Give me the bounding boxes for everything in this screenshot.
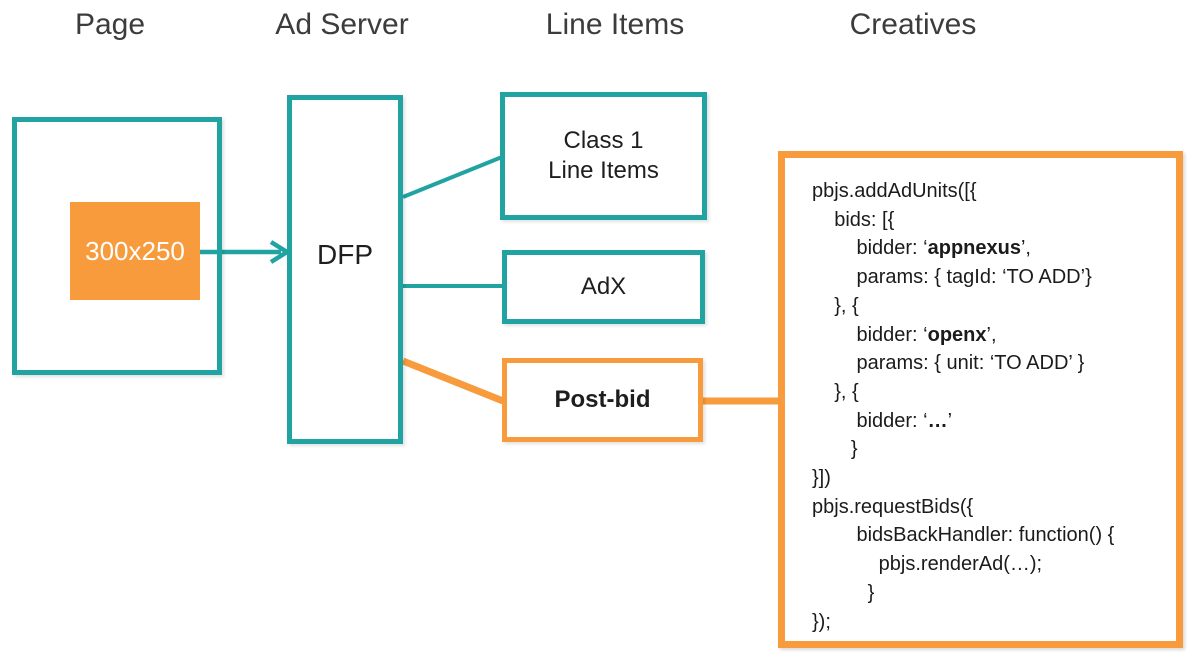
code-line: pbjs.addAdUnits([{ (812, 180, 977, 202)
code-line: bidsBackHandler: function() { (812, 524, 1115, 547)
code-line: } (812, 438, 858, 461)
postbid-label: Post-bid (554, 386, 651, 413)
column-header-line-items: Line Items (545, 8, 685, 41)
column-header-page: Page (74, 8, 146, 41)
ad-slot-label: 300x250 (85, 235, 185, 266)
code-line: bidder: ‘…’ (812, 409, 953, 432)
code-line: params: { unit: ‘TO ADD’ } (812, 352, 1085, 375)
postbid-box: Post-bid (502, 358, 703, 442)
connector-dfp-class1 (402, 155, 503, 199)
code-line: bids: [{ (812, 208, 895, 231)
code-line: }]) (812, 467, 831, 490)
code-block: pbjs.addAdUnits([{ bids: [{ bidder: ‘app… (785, 158, 1176, 636)
adx-box: AdX (502, 250, 705, 324)
column-header-ad-server: Ad Server (275, 8, 409, 41)
code-line: }, { (812, 294, 859, 317)
connector-dfp-postbid (401, 357, 505, 405)
class1-label-line1: Class 1 (563, 127, 644, 154)
class1-label-line2: Line Items (548, 157, 659, 184)
page-box (12, 117, 222, 375)
code-line: } (812, 581, 875, 604)
code-line: pbjs.renderAd(…); (812, 553, 1043, 576)
code-line: bidder: ‘openx’, (812, 323, 997, 346)
creatives-code-box: pbjs.addAdUnits([{ bids: [{ bidder: ‘app… (778, 151, 1183, 648)
class1-label: Class 1 Line Items (548, 126, 659, 186)
adx-label: AdX (580, 273, 627, 300)
code-line: }); (812, 610, 831, 633)
code-line: }, { (812, 380, 859, 403)
code-line: params: { tagId: ‘TO ADD’} (812, 266, 1092, 289)
code-line: bidder: ‘appnexus’, (812, 237, 1031, 260)
code-line: pbjs.requestBids({ (812, 495, 974, 518)
ad-slot-300x250: 300x250 (70, 202, 200, 300)
dfp-label: DFP (317, 238, 373, 270)
column-header-creatives: Creatives (849, 8, 977, 41)
dfp-box: DFP (287, 95, 403, 444)
class1-line-items-box: Class 1 Line Items (500, 92, 707, 220)
